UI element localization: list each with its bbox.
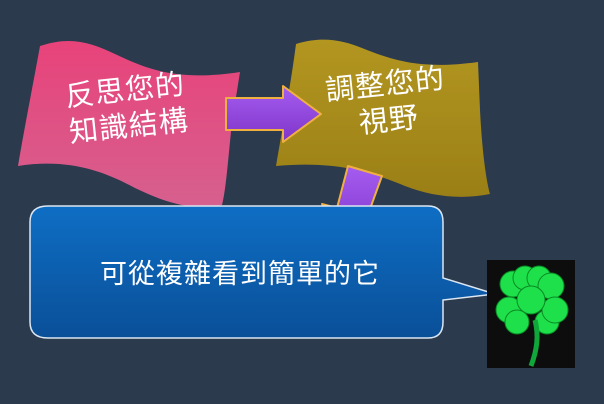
callout-text: 可從複雜看到簡單的它 bbox=[100, 259, 380, 290]
reflect-banner bbox=[18, 40, 240, 208]
callout-bubble bbox=[29, 205, 496, 339]
adjust-banner bbox=[276, 39, 490, 197]
arrow-right bbox=[225, 85, 322, 143]
four-leaf-clover-icon bbox=[487, 260, 575, 368]
